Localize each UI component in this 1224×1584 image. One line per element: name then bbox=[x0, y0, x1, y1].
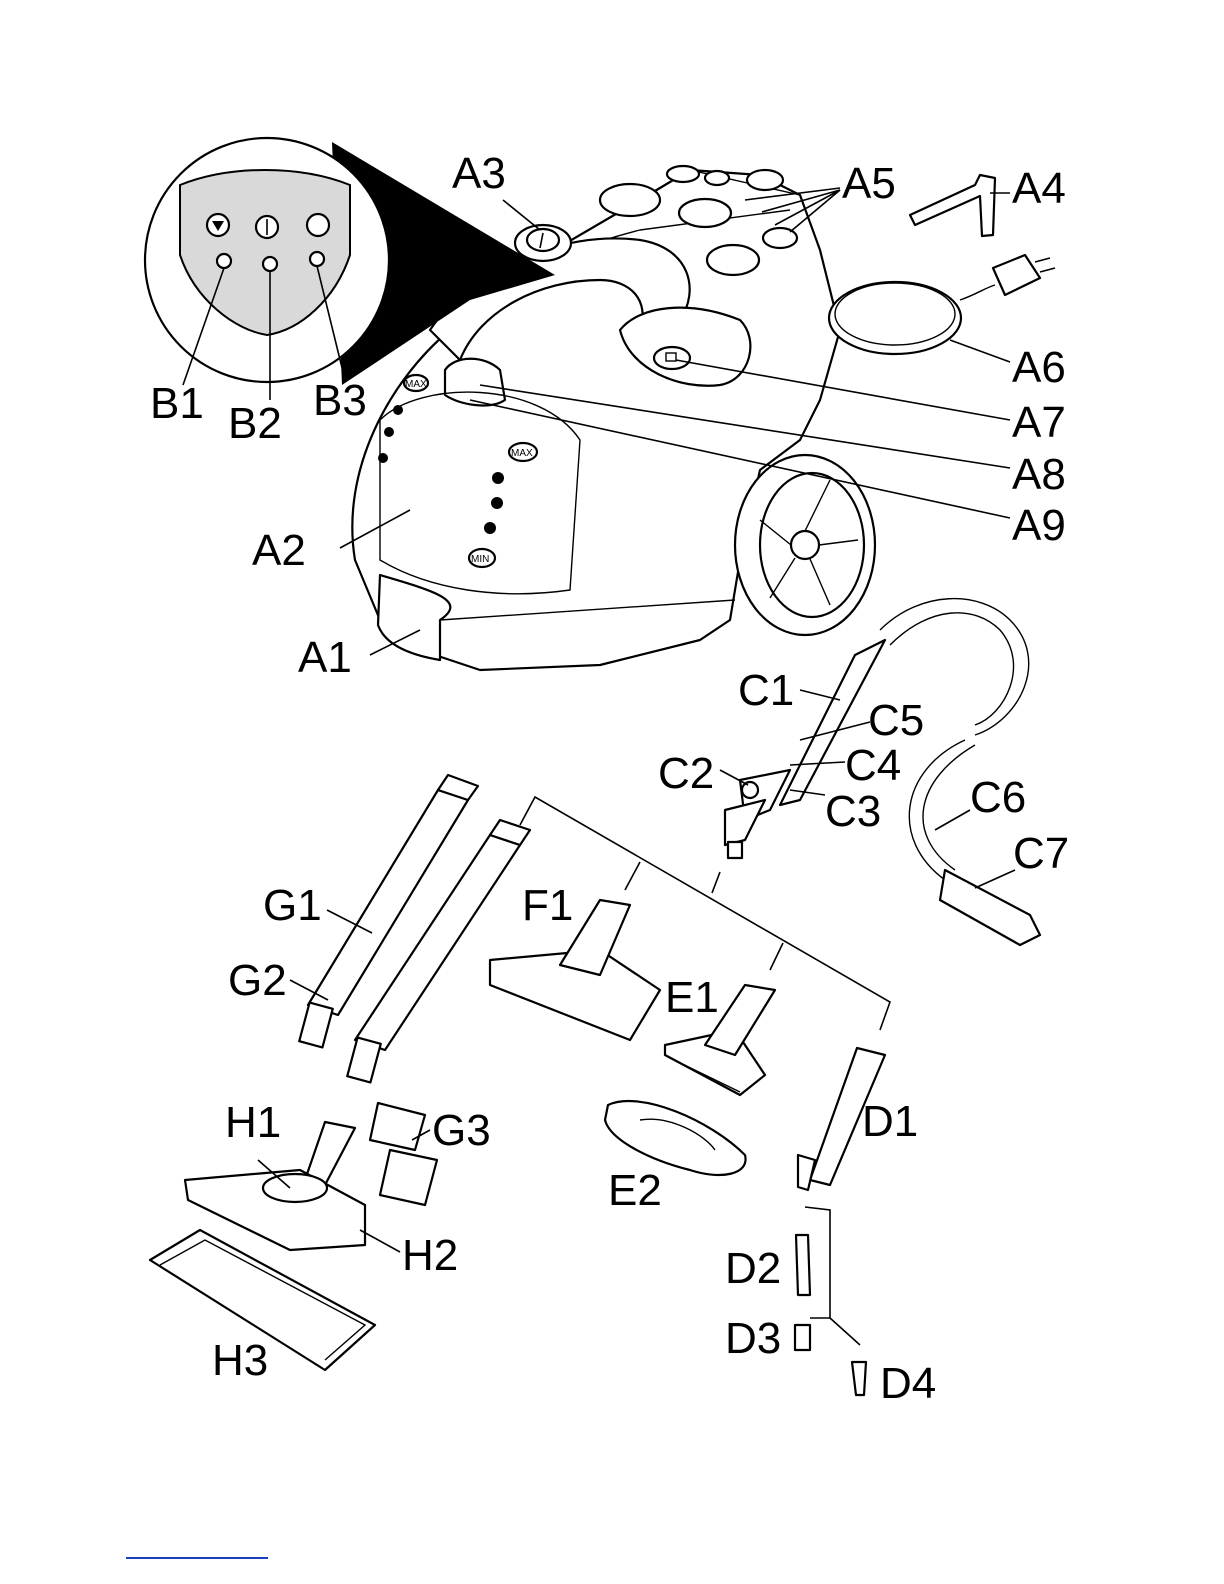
label-c6: C6 bbox=[970, 773, 1026, 822]
power-cord bbox=[829, 255, 1055, 354]
label-b3: B3 bbox=[313, 376, 367, 425]
cloth-cover-e2 bbox=[605, 1101, 746, 1175]
label-f1: F1 bbox=[522, 881, 573, 930]
tank-max-mark-right: MAX bbox=[511, 448, 533, 459]
label-a5: A5 bbox=[842, 159, 896, 208]
label-b2: B2 bbox=[228, 399, 282, 448]
label-a6: A6 bbox=[1012, 343, 1066, 392]
label-a1: A1 bbox=[298, 633, 352, 682]
label-h3: H3 bbox=[212, 1336, 268, 1385]
label-a8: A8 bbox=[1012, 450, 1066, 499]
floor-nozzle-f1 bbox=[490, 900, 660, 1040]
tank-max-mark-left: MAX bbox=[405, 379, 427, 390]
footer-rule bbox=[126, 1557, 268, 1559]
label-c2: C2 bbox=[658, 749, 714, 798]
label-c5: C5 bbox=[868, 696, 924, 745]
label-g1: G1 bbox=[263, 881, 322, 930]
label-c4: C4 bbox=[845, 741, 901, 790]
label-d3: D3 bbox=[725, 1314, 781, 1363]
tank-min-mark: MIN bbox=[471, 554, 489, 565]
label-e2: E2 bbox=[608, 1166, 662, 1215]
label-g2: G2 bbox=[228, 956, 287, 1005]
label-e1: E1 bbox=[665, 973, 719, 1022]
floor-tool-h bbox=[150, 1122, 375, 1370]
label-b1: B1 bbox=[150, 379, 204, 428]
label-a9: A9 bbox=[1012, 501, 1066, 550]
label-a2: A2 bbox=[252, 526, 306, 575]
label-h2: H2 bbox=[402, 1231, 458, 1280]
label-d2: D2 bbox=[725, 1244, 781, 1293]
label-c7: C7 bbox=[1013, 829, 1069, 878]
label-a3: A3 bbox=[452, 149, 506, 198]
descaling-tool bbox=[910, 175, 995, 236]
label-c3: C3 bbox=[825, 787, 881, 836]
label-c1: C1 bbox=[738, 666, 794, 715]
label-g3: G3 bbox=[432, 1106, 491, 1155]
label-a7: A7 bbox=[1012, 398, 1066, 447]
label-d1: D1 bbox=[862, 1097, 918, 1146]
label-a4: A4 bbox=[1012, 164, 1066, 213]
label-h1: H1 bbox=[225, 1098, 281, 1147]
label-d4: D4 bbox=[880, 1359, 936, 1408]
